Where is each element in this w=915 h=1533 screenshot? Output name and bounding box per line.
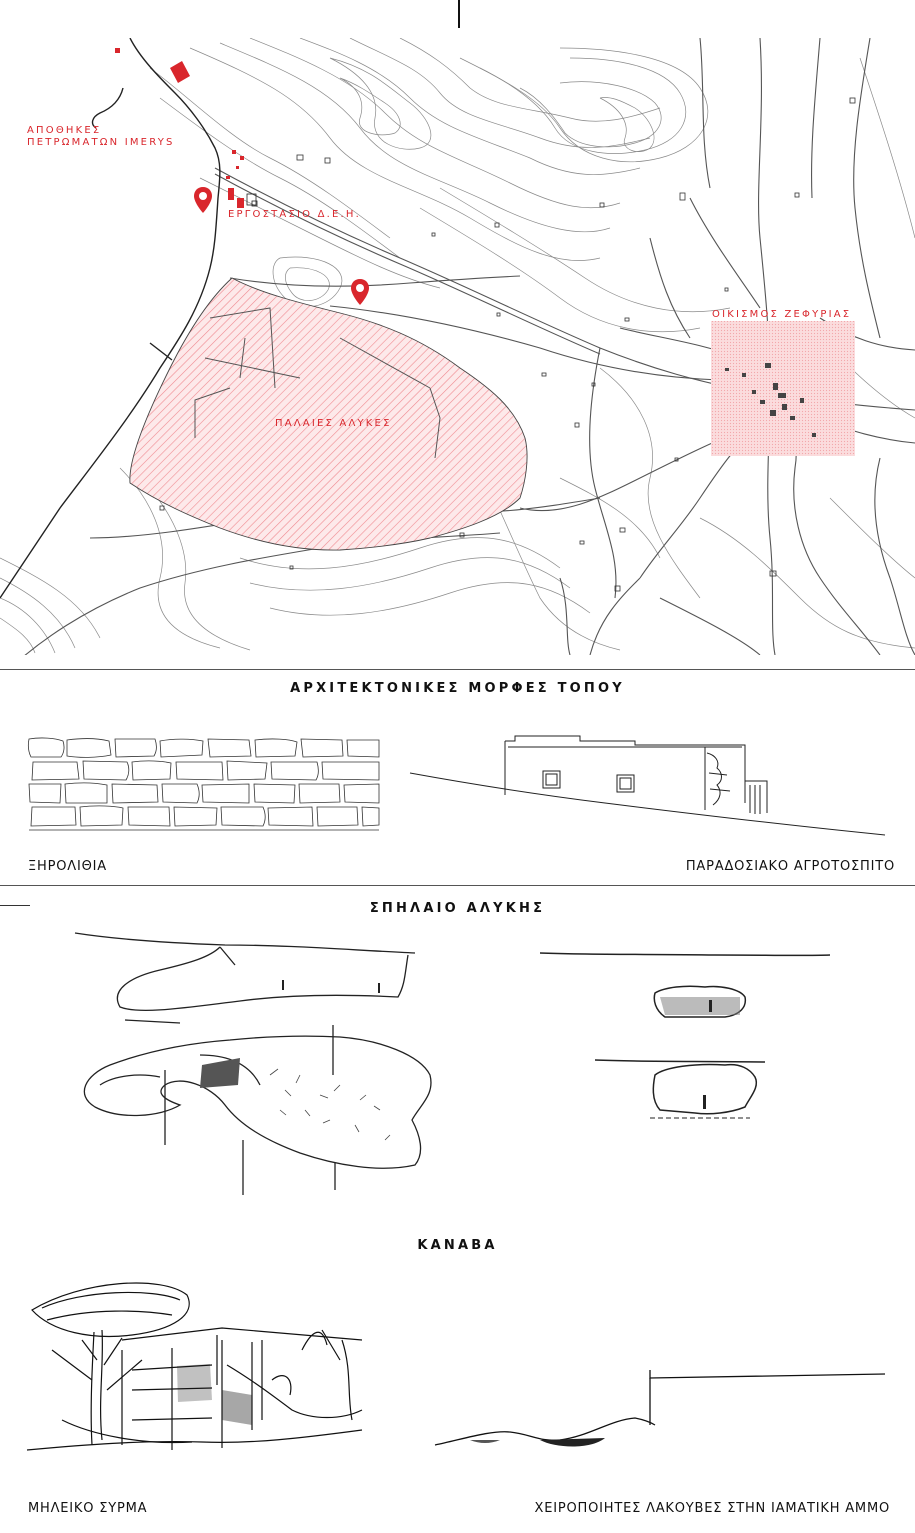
salt-cave-plans-drawing	[539, 952, 831, 1119]
salt-pan-channels	[194, 307, 441, 459]
section-divider	[0, 885, 915, 886]
site-map-drawing	[0, 38, 915, 655]
imerys-warehouses-label: ΑΠΟΘΗΚΕΣ ΠΕΤΡΩΜΑΤΩΝ IMERYS	[27, 125, 175, 148]
salt-cave-section-drawing	[74, 932, 432, 1195]
salt-cave-title: ΣΠΗΛΑΙΟ ΑΛΥΚΗΣ	[369, 901, 546, 916]
section-divider	[0, 669, 915, 670]
top-divider-tick	[458, 0, 460, 28]
mileiko-wire-sketch	[26, 1282, 363, 1451]
kanava-title: ΚΑΝΑΒΑ	[417, 1238, 498, 1253]
healing-sand-pools-section	[434, 1370, 886, 1447]
mileiko-wire-caption: ΜΗΛΕΙΚΟ ΣΥΡΜΑ	[28, 1501, 148, 1516]
dei-factory-label: ΕΡΓΟΣΤΑΣΙΟ Δ.Ε.Η.	[228, 209, 361, 220]
old-salt-pans-label: ΠΑΛΑΙΕΣ ΑΛΥΚΕΣ	[275, 418, 392, 429]
old-salt-pans-area	[129, 277, 528, 551]
traditional-farmhouse-drawing	[409, 735, 886, 836]
map-pin-icon[interactable]	[193, 186, 213, 216]
scattered-buildings	[159, 97, 856, 592]
coastline	[0, 38, 221, 599]
architectural-forms-title: ΑΡΧΙΤΕΚΤΟΝΙΚΕΣ ΜΟΡΦΕΣ ΤΟΠΟΥ	[290, 681, 625, 696]
section-tick	[0, 905, 30, 906]
healing-sand-pools-caption: ΧΕΙΡΟΠΟΙΗΤΕΣ ΛΑΚΟΥΒΕΣ ΣΤΗΝ ΙΑΜΑΤΙΚΗ ΑΜΜΟ	[534, 1501, 890, 1516]
settlement-buildings	[725, 363, 816, 437]
contour-lines	[0, 38, 915, 654]
drystone-wall-caption: ΞΗΡΟΛΙΘΙΑ	[28, 859, 107, 874]
site-map: ΑΠΟΘΗΚΕΣ ΠΕΤΡΩΜΑΤΩΝ IMERYS ΕΡΓΟΣΤΑΣΙΟ Δ.…	[0, 38, 915, 655]
drystone-wall-drawing	[28, 737, 380, 831]
farmhouse-caption: ΠΑΡΑΔΟΣΙΑΚΟ ΑΓΡΟΤΟΣΠΙΤΟ	[685, 859, 895, 874]
zefyria-settlement-area	[711, 321, 855, 456]
map-pin-icon[interactable]	[350, 278, 370, 308]
zefyria-settlement-label: ΟΙΚΙΣΜΟΣ ΖΕΦΥΡΙΑΣ	[712, 309, 852, 320]
highlighted-buildings	[115, 48, 244, 208]
